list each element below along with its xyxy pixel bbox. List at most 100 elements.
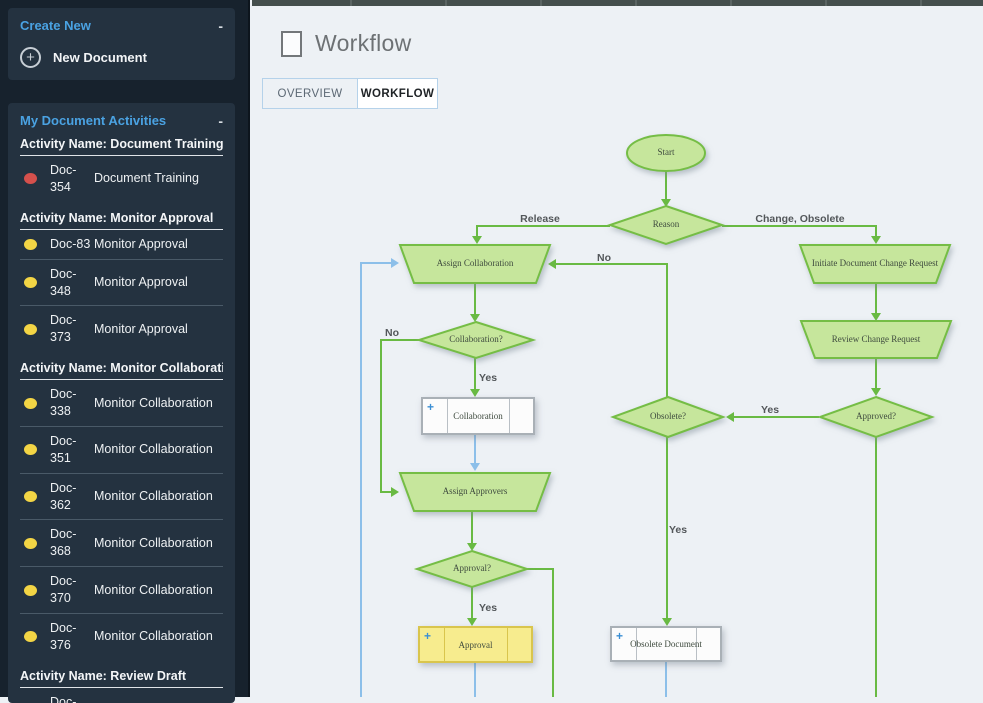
edge-label-no-collaboration: No [385, 327, 399, 339]
activities-title: My Document Activities [20, 113, 167, 128]
node-approval-subprocess[interactable]: + Approval [418, 626, 533, 663]
status-dot-yellow-icon [24, 537, 37, 549]
activity-name: Monitor Approval [94, 236, 188, 251]
approved-diamond [817, 395, 935, 439]
edge-label-yes-obsolete: Yes [668, 524, 688, 536]
activity-row[interactable]: Doc-373 Monitor Approval [20, 305, 223, 352]
collapse-icon[interactable]: - [218, 112, 223, 129]
activity-name: Monitor Collaboration [94, 582, 213, 597]
activity-group-header: Activity Name: Monitor Collaboration [20, 352, 223, 381]
connectors-green [380, 171, 881, 697]
node-initiate-document-change-request[interactable]: Initiate Document Change Request [811, 258, 939, 269]
new-document-button[interactable]: + New Document [20, 47, 223, 68]
status-dot-yellow-icon [24, 238, 37, 250]
node-assign-approvers[interactable]: Assign Approvers [442, 486, 508, 497]
subprocess-divider [636, 628, 637, 660]
activity-name: Monitor Collaboration [94, 535, 213, 550]
node-review-change-request[interactable]: Review Change Request [831, 333, 921, 344]
collapse-icon[interactable]: - [218, 17, 223, 34]
document-outline-icon [281, 30, 302, 57]
my-document-activities-card: My Document Activities - Activity Name: … [8, 103, 235, 703]
edge-label-no-obsolete: No [597, 252, 611, 264]
status-dot-yellow-icon [24, 323, 37, 335]
activity-group: Activity Name: Monitor Approval Doc-83 M… [20, 202, 223, 352]
page-title: Workflow [315, 30, 412, 56]
activity-id: Doc-373 [50, 313, 77, 345]
initiate-dcr-shape [798, 244, 952, 284]
status-dot-yellow-icon [24, 444, 37, 456]
activity-row[interactable]: Doc-83 Monitor Approval [20, 230, 223, 259]
activity-row[interactable]: Doc-338 Monitor Collaboration [20, 380, 223, 426]
edge-label-yes-collaboration: Yes [478, 372, 498, 384]
node-collaboration-question[interactable]: Collaboration? [449, 334, 503, 345]
assign-collaboration-shape [398, 244, 552, 284]
activity-id: Doc-83 [50, 236, 91, 251]
activity-id: Doc-351 [50, 433, 77, 465]
activity-group: Activity Name: Document Training Doc-354… [20, 128, 223, 202]
expand-plus-icon[interactable]: + [427, 400, 435, 414]
activity-row[interactable]: Doc-368 Monitor Collaboration [20, 519, 223, 566]
activity-id: Doc-362 [50, 480, 77, 512]
subprocess-divider [447, 399, 448, 433]
node-start[interactable]: Start [657, 147, 675, 158]
status-dot-yellow-icon [24, 491, 37, 502]
status-dot-yellow-icon [24, 631, 37, 643]
subprocess-divider [444, 628, 445, 661]
create-new-card: Create New - + New Document [8, 8, 235, 80]
node-approval-question[interactable]: Approval? [453, 563, 491, 574]
flow-shapes [398, 134, 953, 589]
node-assign-collaboration[interactable]: Assign Collaboration [436, 258, 514, 269]
tab-overview[interactable]: OVERVIEW [263, 79, 358, 108]
activity-group-header: Activity Name: Document Training [20, 128, 223, 156]
start-shape [626, 134, 706, 172]
activity-name: Monitor Collaboration [94, 442, 213, 457]
activity-name: Monitor Approval [94, 321, 188, 336]
activity-row[interactable]: Doc-348 Monitor Approval [20, 258, 223, 306]
node-collaboration-subprocess[interactable]: + Collaboration [421, 397, 535, 435]
sidebar: Create New - + New Document My Document … [0, 0, 250, 703]
activity-name: Monitor Approval [94, 275, 188, 290]
activity-row[interactable]: Doc-370 Monitor Collaboration [20, 566, 223, 613]
activity-id: Doc-338 [50, 387, 77, 418]
activity-name: Document Training [94, 171, 199, 186]
subprocess-divider [507, 628, 508, 661]
activity-id: Doc-354 [50, 163, 77, 194]
subprocess-divider [509, 399, 510, 433]
node-obsolete-document-subprocess[interactable]: + Obsolete Document [610, 626, 722, 662]
connectors-blue [360, 258, 667, 697]
edge-label-change-obsolete: Change, Obsolete [755, 213, 845, 225]
node-approved-question[interactable]: Approved? [856, 411, 896, 422]
expand-plus-icon[interactable]: + [424, 629, 432, 643]
activity-group: Activity Name: Monitor Collaboration Doc… [20, 352, 223, 660]
subprocess-label: Approval [458, 639, 493, 650]
node-reason[interactable]: Reason [652, 219, 680, 230]
activity-group-header: Activity Name: Review Draft [20, 660, 223, 688]
activity-group: Activity Name: Review Draft Doc-371 Revi… [20, 660, 223, 703]
subprocess-label: Collaboration [453, 411, 503, 421]
tab-workflow[interactable]: WORKFLOW [358, 79, 437, 108]
tab-bar: OVERVIEW WORKFLOW [262, 78, 438, 109]
activity-name: Monitor Collaboration [94, 489, 213, 504]
activity-group-header: Activity Name: Monitor Approval [20, 202, 223, 230]
activity-id: Doc-368 [50, 527, 77, 559]
activity-id: Doc-371 [50, 694, 77, 703]
create-new-title: Create New [20, 18, 91, 33]
activity-row[interactable]: Doc-362 Monitor Collaboration [20, 472, 223, 520]
activity-id: Doc-370 [50, 574, 77, 605]
status-dot-yellow-icon [24, 584, 37, 596]
review-cr-shape [799, 320, 953, 359]
activity-name: Monitor Collaboration [94, 629, 213, 644]
activity-row[interactable]: Doc-376 Monitor Collaboration [20, 612, 223, 660]
activity-row[interactable]: Doc-354 Document Training [20, 156, 223, 202]
subprocess-label: Obsolete Document [630, 639, 702, 649]
activity-row[interactable]: Doc-351 Monitor Collaboration [20, 425, 223, 473]
node-obsolete-question[interactable]: Obsolete? [650, 411, 686, 422]
status-dot-yellow-icon [24, 277, 37, 288]
approval-diamond [413, 549, 531, 589]
activity-name: Monitor Collaboration [94, 395, 213, 410]
expand-plus-icon[interactable]: + [616, 629, 624, 643]
plus-circle-icon: + [20, 47, 41, 68]
top-strip [252, 0, 983, 6]
activity-row[interactable]: Doc-371 Review Draft [20, 688, 223, 703]
